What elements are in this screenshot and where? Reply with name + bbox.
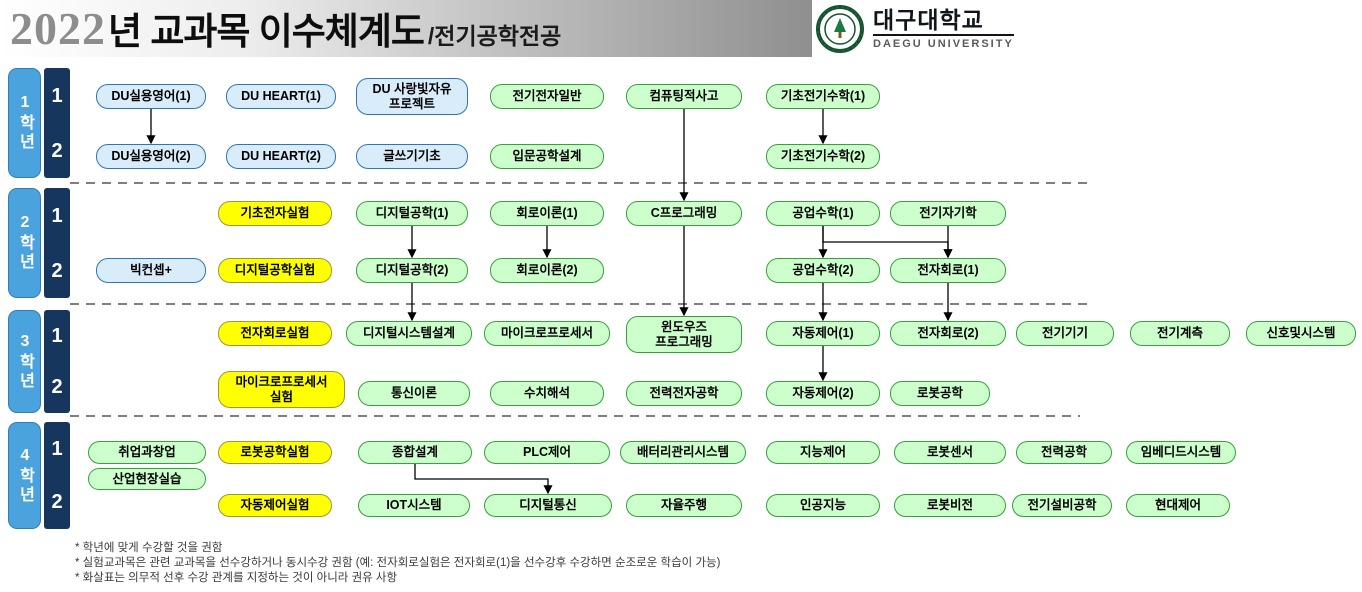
course-box-robot_lab: 로봇공학실험 — [218, 441, 332, 464]
course-box-writing: 글쓰기기초 — [356, 144, 468, 169]
semester-number-2-2: 2 — [51, 259, 63, 282]
course-box-autonomous: 자율주행 — [626, 494, 742, 517]
course-box-signals: 신호및시스템 — [1246, 321, 1356, 346]
semester-number-3-1: 1 — [51, 324, 63, 347]
arrow-capstone-to-digital_comm — [414, 464, 553, 495]
university-name: 대구대학교 — [873, 8, 1014, 36]
course-box-digital_lab: 디지털공학실험 — [218, 258, 332, 283]
course-box-modern_control: 현대제어 — [1126, 494, 1230, 517]
course-box-du_eng1: DU실용영어(1) — [96, 84, 206, 109]
course-box-elec_general: 전기전자일반 — [490, 84, 604, 109]
course-box-basic_math2: 기초전기수학(2) — [766, 144, 880, 169]
course-box-iot: IOT시스템 — [358, 494, 470, 517]
course-box-auto_lab: 자동제어실험 — [218, 494, 332, 517]
course-box-intro_design: 입문공학설계 — [490, 144, 604, 169]
course-box-windows_prog: 윈도우즈 프로그래밍 — [626, 316, 742, 353]
course-box-capstone: 종합설계 — [358, 441, 472, 464]
course-box-machine: 전기기기 — [1016, 321, 1114, 346]
course-box-robot_eng: 로봇공학 — [890, 381, 990, 406]
university-logo: 대구대학교 DAEGU UNIVERSITY — [816, 5, 1014, 53]
course-box-robot_vision: 로봇비전 — [894, 494, 1006, 517]
year-label-2: 2학년 — [8, 188, 41, 298]
course-box-du_love: DU 사랑빛자유 프로젝트 — [356, 78, 468, 115]
footnote-3: * 화살표는 의무적 선후 수강 관계를 지정하는 것이 아니라 권유 사항 — [75, 572, 398, 584]
course-box-ecirc_lab: 전자회로실험 — [218, 321, 332, 346]
footnote-1: * 학년에 맞게 수강할 것을 권함 — [75, 542, 223, 554]
course-box-micro_lab: 마이크로프로세서 실험 — [218, 371, 345, 408]
course-box-circuit2: 회로이론(2) — [490, 258, 604, 283]
title-subtitle: /전기공학전공 — [427, 23, 562, 49]
year-label-4: 4학년 — [8, 422, 41, 529]
course-box-comm: 통신이론 — [358, 381, 470, 406]
university-name-block: 대구대학교 DAEGU UNIVERSITY — [873, 8, 1014, 50]
course-box-auto1: 자동제어(1) — [766, 321, 880, 346]
course-box-digital_comm: 디지털통신 — [484, 494, 612, 517]
semester-number-1-2: 2 — [51, 139, 63, 162]
course-box-embedded: 임베디드시스템 — [1126, 441, 1236, 464]
title-year: 2022 — [10, 3, 106, 54]
course-box-power_elec: 전력전자공학 — [626, 381, 742, 406]
course-box-du_eng2: DU실용영어(2) — [96, 144, 206, 169]
course-box-robot_sensor: 로봇센서 — [894, 441, 1006, 464]
course-box-auto2: 자동제어(2) — [766, 381, 880, 406]
course-box-measure: 전기계측 — [1130, 321, 1230, 346]
university-name-en: DAEGU UNIVERSITY — [873, 37, 1014, 50]
course-box-emag: 전기자기학 — [890, 201, 1006, 226]
course-box-micro: 마이크로프로세서 — [484, 321, 610, 346]
course-box-ai: 인공지능 — [766, 494, 880, 517]
title-main: 년 교과목 이수체계도 — [108, 11, 425, 52]
course-box-basic_math1: 기초전기수학(1) — [766, 84, 880, 109]
arrow-eng_math1-to-ecirc1 — [822, 226, 953, 259]
course-box-computing: 컴퓨팅적사고 — [626, 84, 742, 109]
course-box-eng_math1: 공업수학(1) — [766, 201, 880, 226]
course-box-numerical: 수치해석 — [490, 381, 604, 406]
semester-number-4-2: 2 — [51, 491, 63, 514]
course-box-basic_elec_lab: 기초전자실험 — [218, 201, 332, 226]
course-box-dsd: 디지털시스템설계 — [346, 321, 472, 346]
course-box-digital2: 디지털공학(2) — [356, 258, 468, 283]
semester-number-3-2: 2 — [51, 376, 63, 399]
course-box-du_heart1: DU HEART(1) — [226, 84, 336, 109]
course-box-du_heart2: DU HEART(2) — [226, 144, 336, 169]
semester-number-4-1: 1 — [51, 437, 63, 460]
course-box-battery: 배터리관리시스템 — [620, 441, 746, 464]
footnote-2: * 실험교과목은 관련 교과목을 선수강하거나 동시수강 권함 (예: 전자회로… — [75, 557, 721, 569]
year-label-1: 1학년 — [8, 68, 41, 178]
course-box-facility: 전기설비공학 — [1012, 494, 1112, 517]
course-box-eng_math2: 공업수학(2) — [766, 258, 880, 283]
university-emblem-icon — [816, 5, 864, 53]
semester-number-2-1: 1 — [51, 204, 63, 227]
course-box-ecirc2: 전자회로(2) — [890, 321, 1006, 346]
header-band — [0, 0, 812, 57]
course-box-intel_control: 지능제어 — [766, 441, 880, 464]
course-box-big_concept: 빅컨셉+ — [96, 258, 206, 283]
course-box-industry: 산업현장실습 — [88, 468, 206, 490]
page-title: 2022 년 교과목 이수체계도 /전기공학전공 — [10, 1, 561, 55]
course-box-plc: PLC제어 — [484, 441, 610, 464]
semester-number-1-1: 1 — [51, 84, 63, 107]
course-box-digital1: 디지털공학(1) — [356, 201, 468, 226]
year-label-3: 3학년 — [8, 310, 41, 413]
course-box-ecirc1: 전자회로(1) — [890, 258, 1006, 283]
footnotes: * 학년에 맞게 수강할 것을 권함 * 실험교과목은 관련 교과목을 선수강하거… — [75, 541, 720, 586]
course-box-career: 취업과창업 — [88, 441, 206, 464]
course-box-power_eng: 전력공학 — [1016, 441, 1112, 464]
course-box-circuit1: 회로이론(1) — [490, 201, 604, 226]
course-box-cprog: C프로그래밍 — [626, 201, 742, 226]
